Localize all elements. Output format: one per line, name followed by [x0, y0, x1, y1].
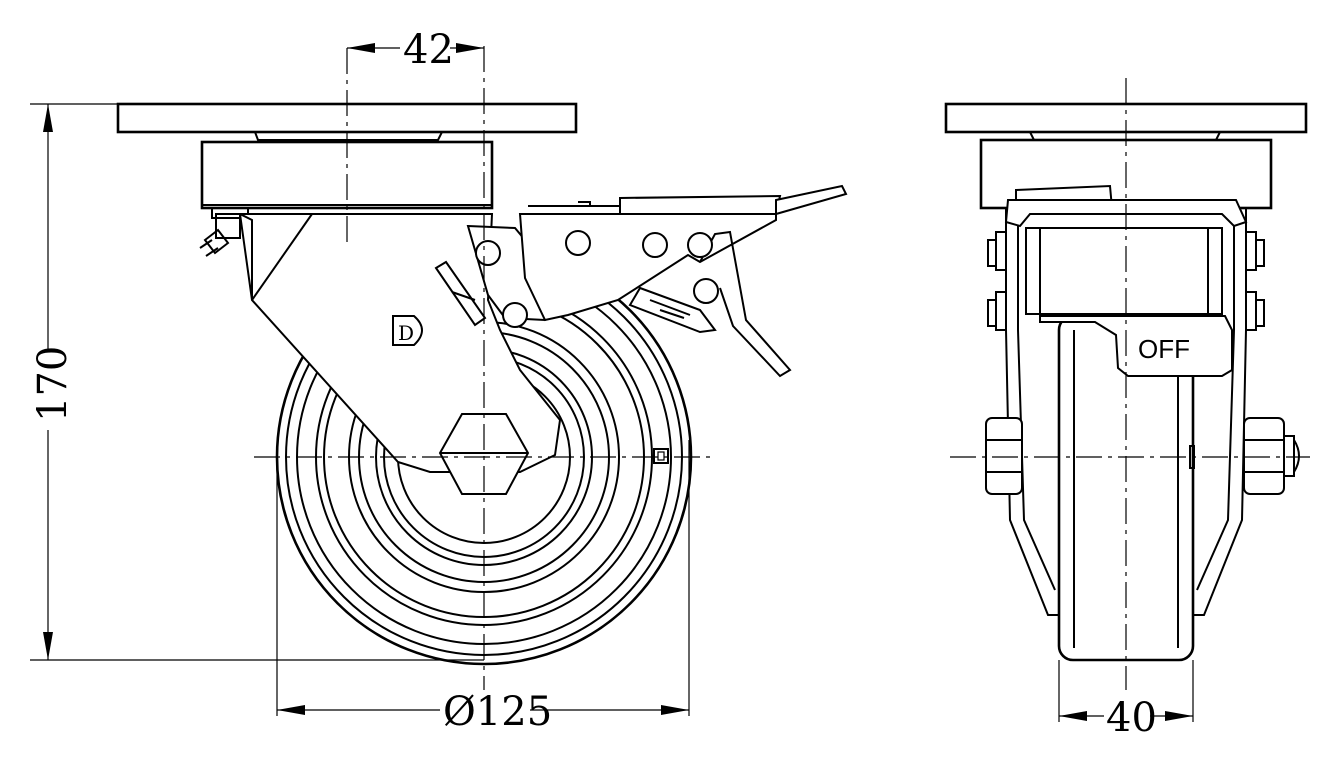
dimension-offset: 42 — [347, 27, 484, 73]
front-view: OFF — [944, 78, 1310, 741]
dimension-height: 170 — [30, 103, 484, 661]
brake-pedal-front — [1039, 315, 1233, 377]
height-dimension-label: 170 — [30, 346, 76, 422]
fork-right-front — [1193, 208, 1247, 616]
logo-badge: D — [392, 315, 423, 346]
diameter-dimension-label: Ø125 — [443, 689, 552, 735]
brake-state-label: OFF — [1138, 334, 1190, 364]
small-wheel-marker — [653, 448, 669, 464]
offset-dimension-label: 42 — [403, 27, 454, 73]
dimension-wheel-diameter: Ø125 — [276, 440, 690, 735]
grease-nipple — [199, 213, 241, 257]
dimension-wheel-width: 40 — [1058, 660, 1194, 741]
brake-mechanism — [434, 184, 848, 378]
width-dimension-label: 40 — [1106, 695, 1157, 741]
axle-nut-right — [1243, 417, 1300, 495]
logo-letter: D — [398, 321, 414, 345]
side-view: D — [30, 27, 848, 735]
axle-nut-left — [985, 417, 1023, 495]
fork-left-front — [1005, 208, 1059, 616]
